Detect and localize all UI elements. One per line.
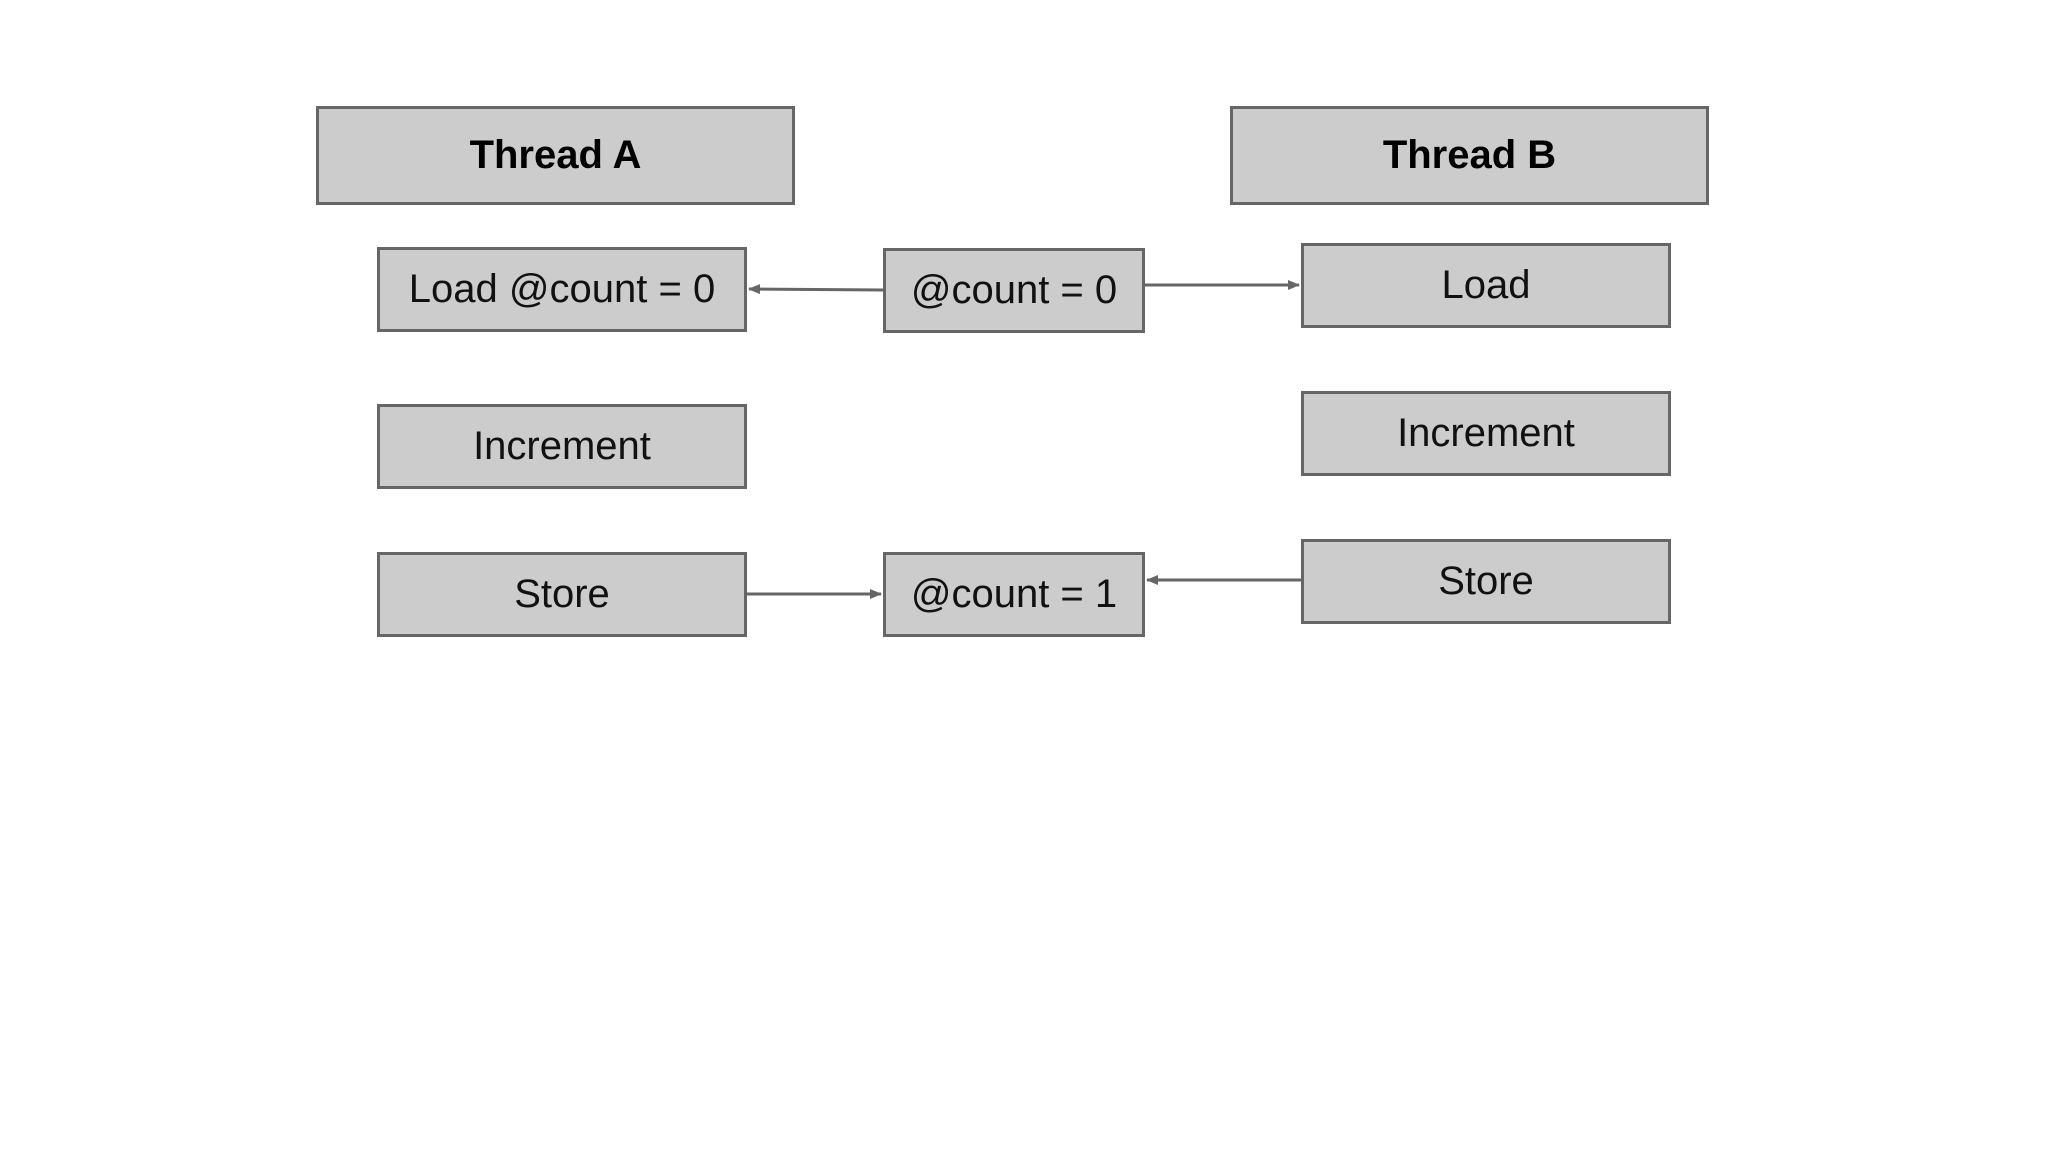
- thread-a-header: Thread A: [316, 106, 795, 205]
- thread-b-increment-step: Increment: [1301, 391, 1671, 476]
- thread-a-load-step: Load @count = 0: [377, 247, 747, 332]
- thread-b-store-step: Store: [1301, 539, 1671, 624]
- memory-count-initial: @count = 0: [883, 248, 1145, 333]
- thread-a-increment-step: Increment: [377, 404, 747, 489]
- thread-a-store-step: Store: [377, 552, 747, 637]
- memory-count-final: @count = 1: [883, 552, 1145, 637]
- arrow-count0-to-thread-a-load: [748, 284, 884, 295]
- thread-b-load-step: Load: [1301, 243, 1671, 328]
- thread-b-header: Thread B: [1230, 106, 1709, 205]
